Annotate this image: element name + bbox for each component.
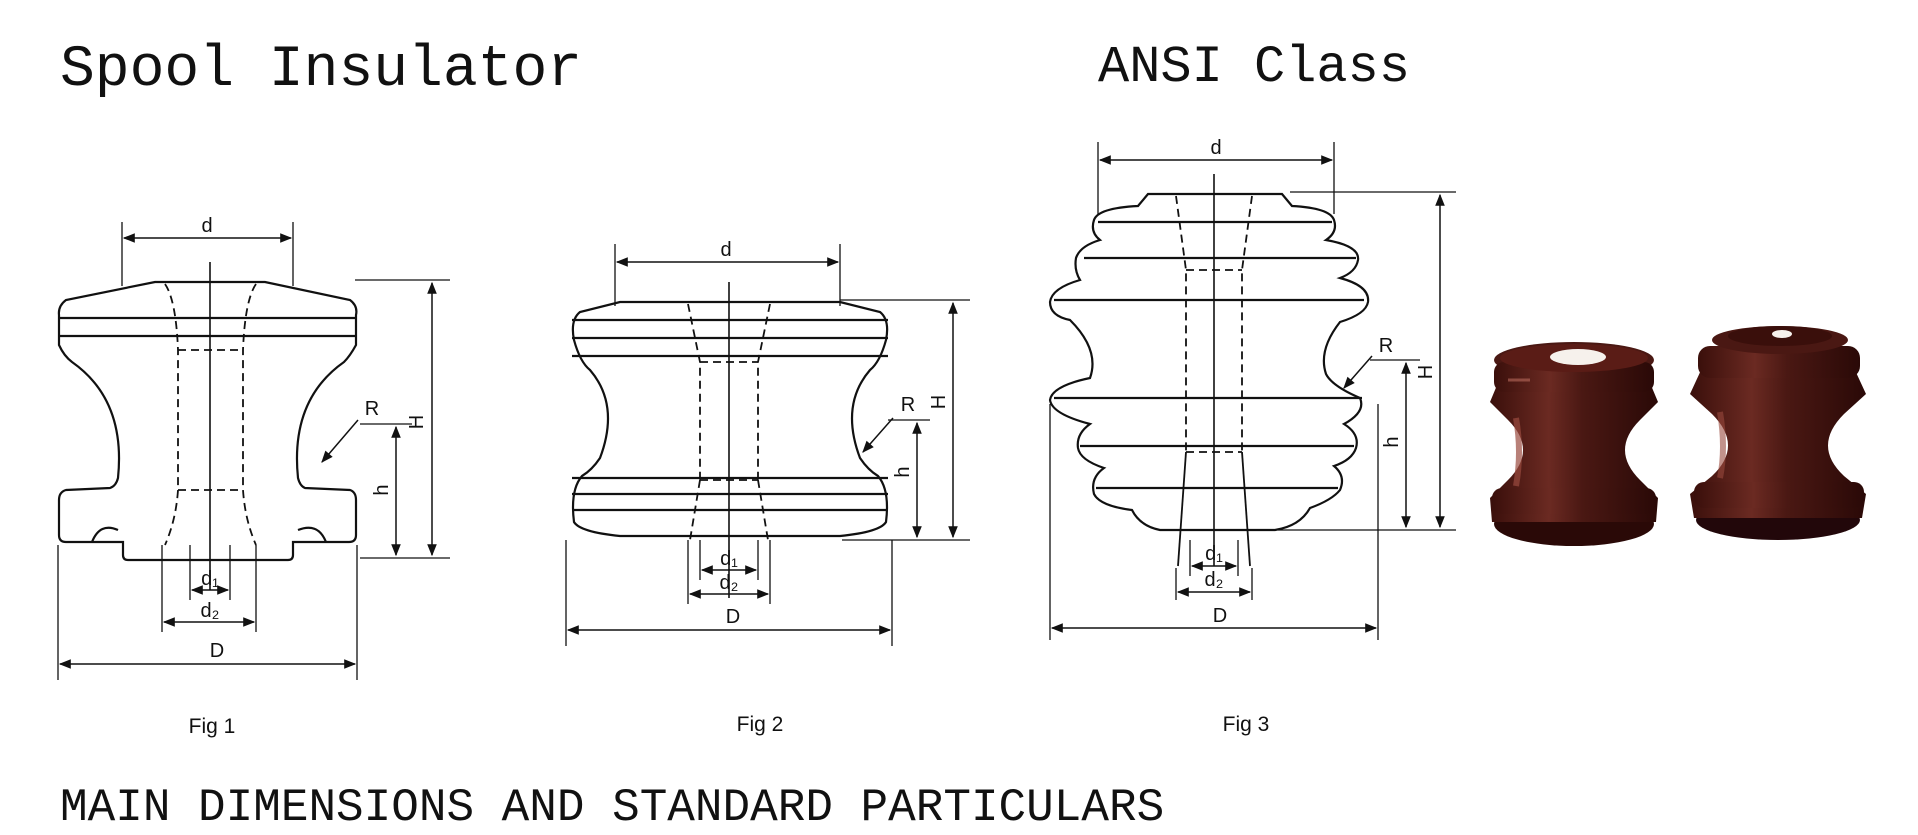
product-photo (1490, 326, 1866, 546)
fig1-label-d: d (201, 215, 212, 237)
fig1-caption: Fig 1 (189, 715, 236, 738)
fig1-label-R: R (365, 398, 379, 420)
figure-2 (565, 244, 970, 646)
section-heading: MAIN DIMENSIONS AND STANDARD PARTICULARS (60, 782, 1165, 834)
fig3-caption: Fig 3 (1223, 713, 1270, 736)
fig3-label-h: h (1381, 436, 1403, 447)
spool-insulator-left (1490, 342, 1658, 546)
fig1-label-H: H (406, 415, 428, 429)
fig1-outline (57, 280, 358, 562)
fig2-label-d: d (720, 239, 731, 261)
fig2-caption: Fig 2 (737, 713, 784, 736)
fig3-label-R: R (1379, 335, 1393, 357)
fig1-label-D: D (210, 640, 224, 662)
fig3-label-d: d (1210, 137, 1221, 159)
fig3-outline (1048, 192, 1370, 532)
page-title: Spool Insulator (60, 38, 583, 103)
fig2-label-h: h (892, 466, 914, 477)
figure-3 (1048, 142, 1456, 640)
class-title: ANSI Class (1098, 38, 1411, 97)
fig1-label-d2: d₂ (201, 600, 220, 622)
spool-insulator-right (1690, 326, 1866, 540)
fig1-label-h: h (371, 484, 393, 495)
fig2-label-d1: d₁ (720, 548, 738, 570)
fig2-label-d2: d₂ (720, 572, 739, 594)
fig3-label-D: D (1213, 605, 1227, 627)
technical-drawing: d D d₁ d₂ R H h Fig 1 (57, 137, 1866, 738)
fig3-label-d1: d₁ (1205, 543, 1223, 565)
fig1-label-d1: d₁ (201, 568, 219, 590)
fig2-outline (571, 300, 889, 538)
fig2-label-H: H (928, 395, 950, 409)
fig2-label-D: D (726, 606, 740, 628)
fig3-label-d2: d₂ (1205, 569, 1224, 591)
figure-1 (57, 222, 450, 680)
fig2-label-R: R (901, 394, 915, 416)
fig3-label-H: H (1415, 365, 1437, 379)
